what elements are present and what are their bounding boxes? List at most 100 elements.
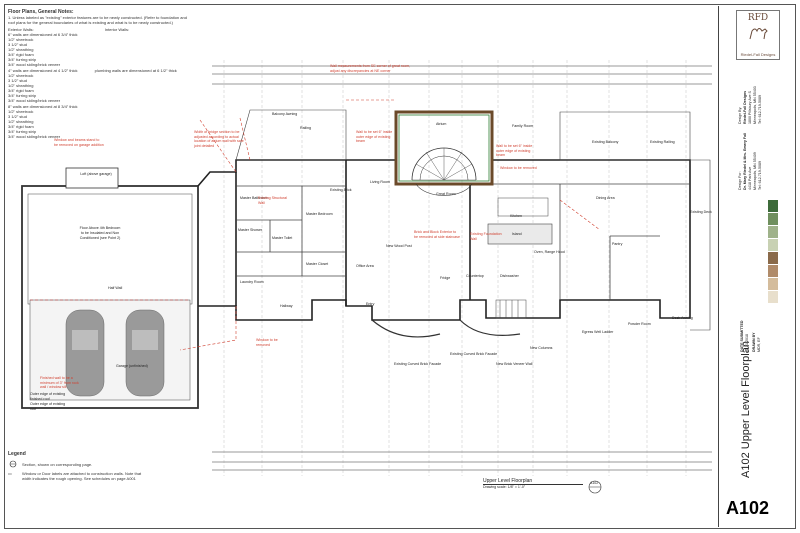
notes-wall-spec: 8" walls are dimensioned at 8 3/4" thick [8, 104, 78, 109]
room-label: Master Bathroom [240, 196, 268, 200]
notes-item: roof plans for the general boundaries of… [8, 20, 173, 25]
window-tag-icon: ▭ [8, 471, 12, 476]
room-label: Existing Brick [330, 188, 352, 192]
room-label: Existing Balcony [592, 140, 619, 144]
notes-interior-walls: Interior Walls: [104, 27, 130, 32]
notes-item: 1. Unless labeled as "existing" exterior… [8, 15, 187, 20]
room-label: to be Insulated and Non [80, 231, 120, 235]
room-label: Fridge [440, 276, 451, 280]
room-label: Kitchen [510, 214, 522, 218]
room-label: New Columns [530, 346, 553, 350]
notes-layer: 3/4" rigid foam [8, 52, 34, 57]
room-label: Family Room [512, 124, 534, 128]
notes-exterior-walls: Exterior Walls: [8, 27, 34, 32]
room-label: Great Room [436, 192, 456, 196]
balcony-awning [235, 109, 347, 161]
room-label: Master Shower [238, 228, 263, 232]
drawn-by-value: MDR, EF [757, 337, 761, 352]
annotation: Outer edge of existing roof [30, 402, 66, 411]
section-marker-icon [9, 460, 17, 468]
legend-item-window: Window or Door labels are attached to co… [22, 471, 142, 481]
room-label: Island [512, 232, 522, 236]
room-label: Floor Above 4th Bedroom [79, 226, 121, 230]
client-phone: Tel: 612-719-5089 [758, 161, 762, 190]
notes-layer: 1/2" sheathing [8, 83, 34, 88]
legend: Legend Section, shown on corresponding p… [8, 451, 208, 482]
drawing-title-text: Upper Level Floorplan [483, 478, 583, 485]
room-label: Master Bedroom [306, 212, 333, 216]
room-label: Half Wall [108, 286, 123, 290]
sheet-number: A102 [726, 498, 770, 518]
kitchen-island [487, 223, 553, 245]
notes-layer: 3/4" wood siding/brick veneer [8, 62, 61, 67]
drawing-scale: Drawing scale: 1/8" = 1'-0" [483, 485, 526, 489]
design-by-city: Minneapolis, MN 55403 [753, 86, 757, 124]
design-by-label: Design By: [738, 106, 742, 124]
design-for-label: Design For: [738, 171, 742, 190]
room-label: Dining Area [596, 196, 615, 200]
curved-facade [371, 319, 441, 338]
room-label: Loft (above garage) [80, 172, 112, 176]
sheet-border [4, 4, 796, 529]
camel-icon [749, 28, 768, 40]
legend-item-section: Section, shown on corresponding page. [22, 461, 93, 467]
notes-layer: 3/4" rigid foam [8, 88, 34, 93]
room-label: Office Area [356, 264, 374, 268]
room-label: Egress Well Ladder [582, 330, 614, 334]
drawn-by-label: DRAWN BY [752, 332, 756, 352]
room-label: Railing [300, 126, 311, 130]
notes-layer: 3 1/2" stud [8, 78, 27, 83]
room-label: Pantry [612, 242, 623, 246]
logo-mark: RFD [747, 13, 769, 23]
room-label: Conditioned (see Point 2) [79, 236, 121, 240]
room-label: New Brick Veneer Wall [496, 362, 533, 366]
room-label: Existing Railing [650, 140, 675, 144]
notes-layer: 1/2" sheathing [8, 47, 34, 52]
notes-layer: 3 1/2" stud [8, 114, 27, 119]
notes-layer: 3/4" wood siding/brick veneer [8, 134, 61, 139]
sheet-title: A102 Upper Level Floorplan [740, 341, 752, 478]
drawing-title: Upper Level Floorplan Drawing scale: 1/8… [483, 478, 583, 489]
annotation: Brick and Block Exterior to be removed a… [414, 230, 460, 239]
room-label: Atrium [436, 122, 447, 126]
notes-plumbing: plumbing walls are dimensioned at 6 1/2"… [94, 68, 177, 73]
notes-heading: Floor Plans, General Notes: [8, 9, 74, 15]
room-label: Entry [366, 302, 375, 306]
drawing-ref-icon [588, 480, 602, 494]
grid-lines [223, 60, 687, 476]
drawing-ref: A102 [590, 481, 599, 485]
notes-layer: 3/4" wood siding/brick veneer [8, 98, 61, 103]
demolition-lines [179, 99, 601, 351]
room-label: Oven, Range Hood [534, 250, 565, 254]
design-by-phone: Tel: 612-719-5089 [758, 95, 762, 124]
notes-layer: 3/4" furring strip [8, 93, 37, 98]
car-icon [125, 309, 165, 397]
notes-layer: 1/2" sheathing [8, 119, 34, 124]
existing-deck [690, 159, 711, 331]
interior-walls [236, 183, 690, 300]
legend-heading: Legend [8, 451, 26, 457]
entry-steps [495, 299, 527, 319]
notes-layer: 3/4" rigid foam [8, 124, 34, 129]
notes-layer: 3 1/2" stud [8, 42, 27, 47]
annotation: Existing Foundation Wall [470, 232, 502, 241]
design-by-name: Riedel-Fall Designs [743, 90, 747, 124]
room-label: Existing Curved Brick Facade [450, 352, 498, 356]
room-label: Existing Deck [690, 210, 712, 214]
dining-table [497, 197, 549, 217]
notes-layer: 1/2" sheetrock [8, 37, 34, 42]
annotation: Wall to be set 6" inside outer edge of e… [496, 144, 533, 157]
notes-wall-spec: 4" walls are dimensioned at 4 1/2" thick [8, 68, 78, 73]
annotation: Existing Structural Wall [258, 196, 287, 205]
room-label: Hallway [280, 304, 293, 308]
curved-facade [459, 319, 521, 336]
existing-balcony [559, 111, 691, 161]
room-label: Master Closet [306, 262, 329, 266]
room-label: Existing Curved Brick Facade [394, 362, 442, 366]
design-by-address: 1800 Pillsbury Ave S [748, 91, 752, 124]
notes-layer: 3/4" furring strip [8, 57, 37, 62]
annotation: Finished wall to be a minimum of 3" from… [40, 376, 79, 389]
room-label: Dishwasher [500, 274, 519, 278]
